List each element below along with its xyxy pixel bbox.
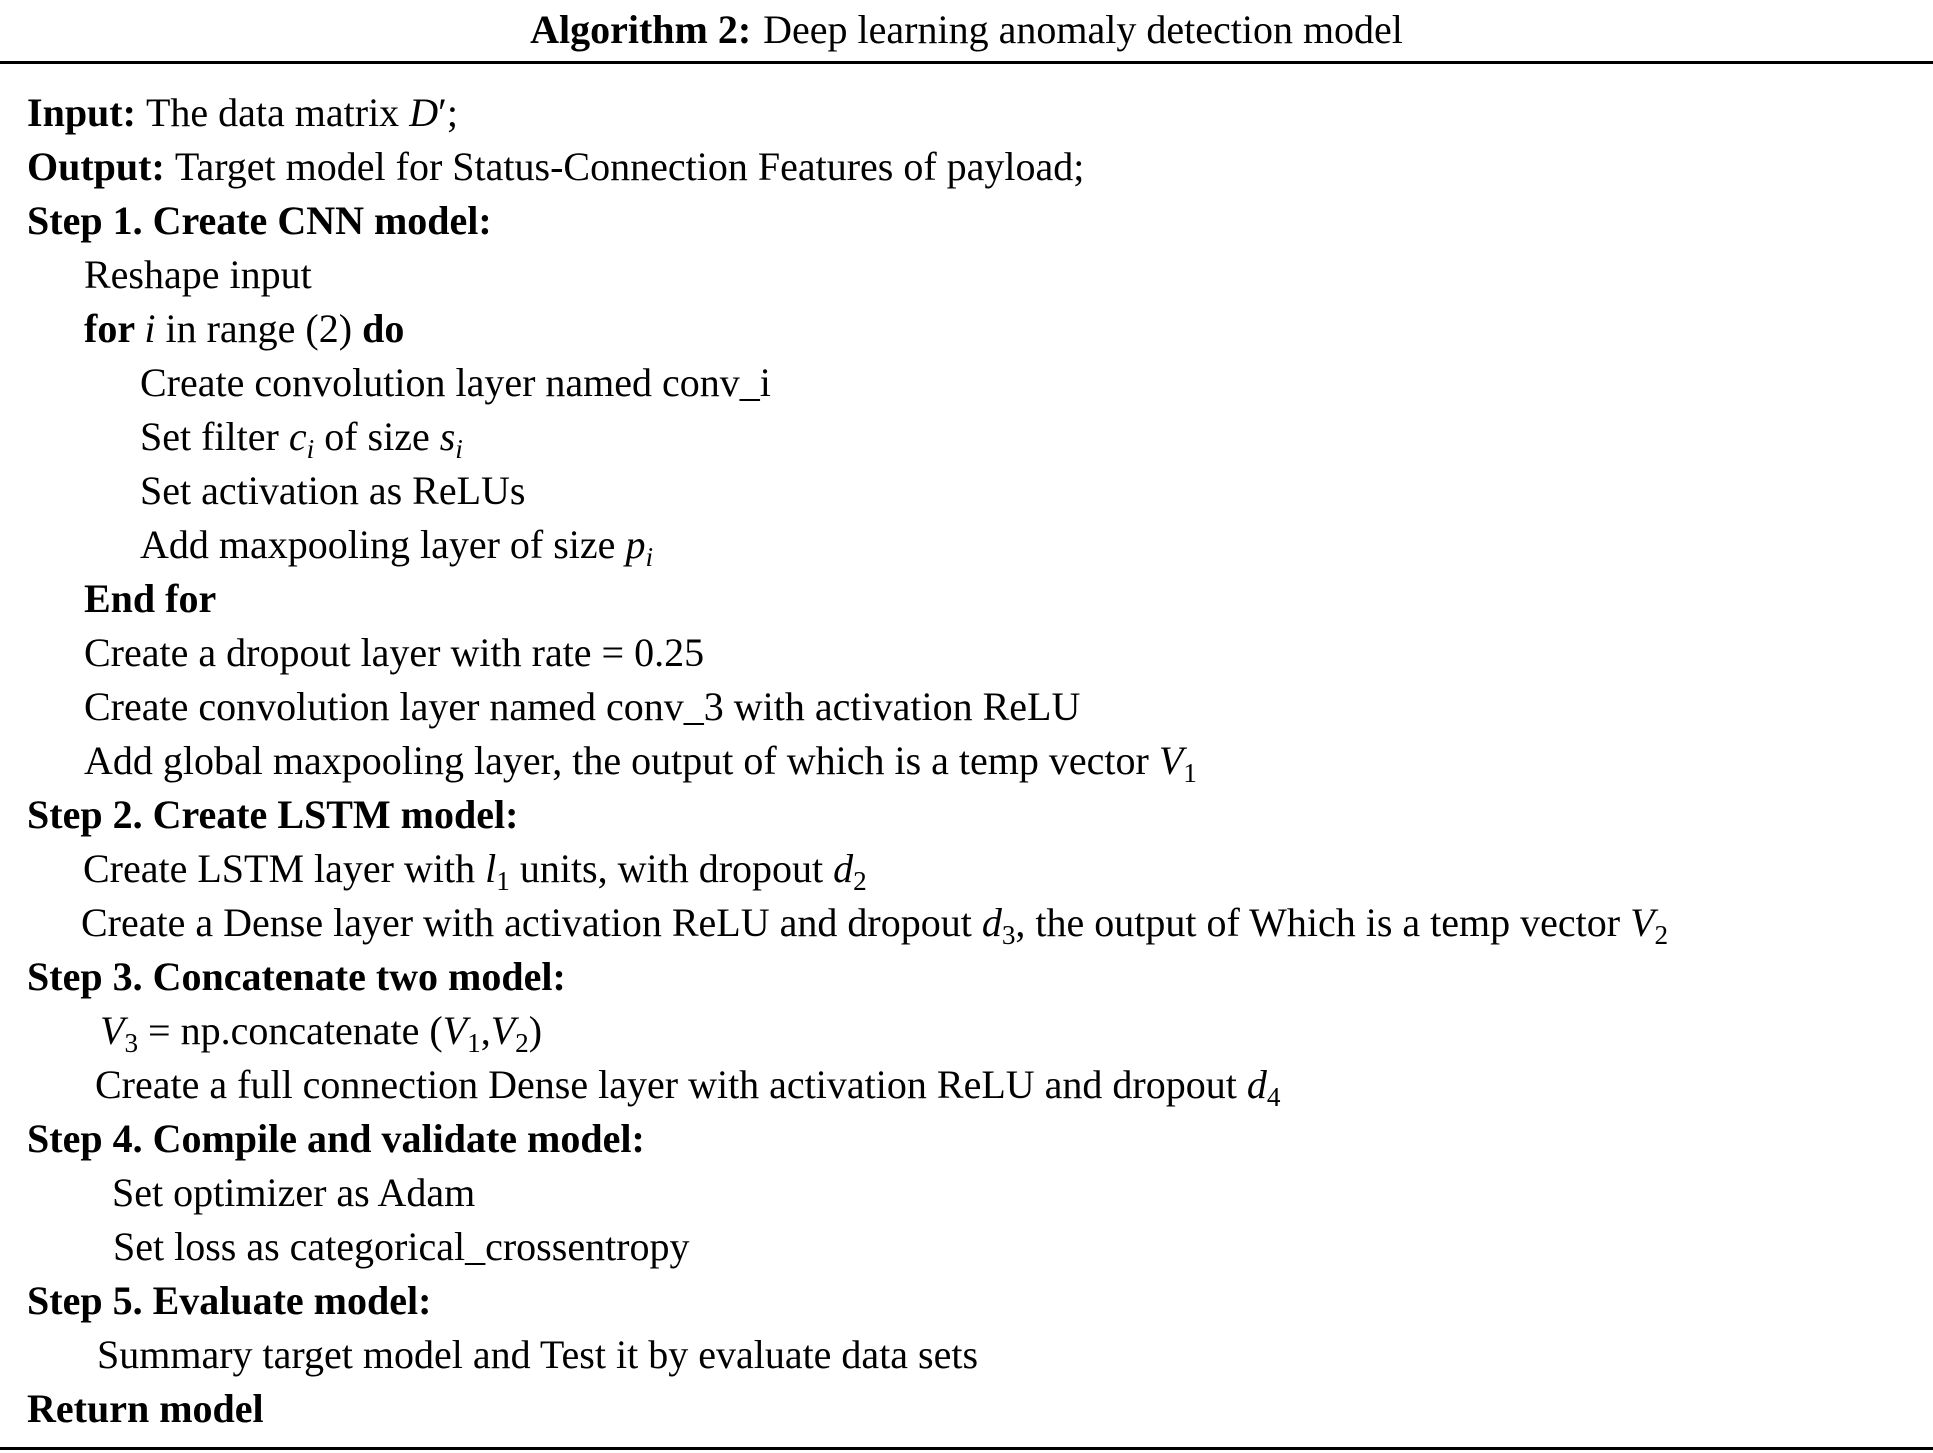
algorithm-header: Algorithm 2:Deep learning anomaly detect…: [0, 0, 1933, 64]
algorithm-text-segment: Return model: [27, 1386, 264, 1431]
algorithm-text-segment: i: [144, 306, 156, 351]
algorithm-line: Add global maxpooling layer, the output …: [0, 734, 1933, 788]
algorithm-text-segment: Step 5. Evaluate model:: [27, 1278, 432, 1323]
algorithm-line: for i in range (2) do: [0, 302, 1933, 356]
algorithm-title-keyword: Algorithm 2:: [530, 7, 752, 52]
algorithm-text-segment: 1: [1183, 758, 1197, 789]
algorithm-text-segment: Reshape input: [84, 252, 312, 297]
algorithm-text-segment: Input:: [27, 90, 146, 135]
algorithm-text-segment: i: [306, 434, 315, 465]
algorithm-line: V3 = np.concatenate (V1,V2): [0, 1004, 1933, 1058]
algorithm-text-segment: d: [981, 900, 1002, 945]
algorithm-line: Set activation as ReLUs: [0, 464, 1933, 518]
algorithm-text-segment: V: [100, 1008, 125, 1053]
algorithm-text-segment: D: [409, 90, 439, 135]
algorithm-line: Return model: [0, 1382, 1933, 1436]
algorithm-text-segment: l: [485, 846, 497, 891]
algorithm-line: Set optimizer as Adam: [0, 1166, 1933, 1220]
algorithm-line: Input: The data matrix D′;: [0, 86, 1933, 140]
algorithm-text-segment: Create a Dense layer with activation ReL…: [81, 900, 982, 945]
algorithm-text-segment: ,: [480, 1008, 491, 1053]
algorithm-text-segment: V: [1158, 738, 1184, 783]
algorithm-line: Step 3. Concatenate two model:: [0, 950, 1933, 1004]
algorithm-text-segment: = np.concatenate (: [138, 1008, 443, 1053]
algorithm-body: Input: The data matrix D′;Output: Target…: [0, 64, 1933, 1436]
algorithm-text-segment: 2: [1654, 920, 1669, 951]
algorithm-text-segment: Target model for Status-Connection Featu…: [174, 144, 1085, 189]
algorithm-text-segment: Create convolution layer named conv_3 wi…: [84, 684, 1081, 729]
algorithm-text-segment: 1: [496, 866, 510, 897]
algorithm-text-segment: V: [442, 1008, 468, 1053]
algorithm-text-segment: 2: [853, 866, 867, 897]
algorithm-line: Reshape input: [0, 248, 1933, 302]
algorithm-text-segment: p: [625, 522, 646, 567]
algorithm-text-segment: Step 4. Compile and validate model:: [27, 1116, 645, 1161]
algorithm-text-segment: Set loss as categorical_crossentropy: [113, 1224, 690, 1269]
algorithm-text-segment: do: [362, 306, 405, 351]
algorithm-line: Summary target model and Test it by eval…: [0, 1328, 1933, 1382]
algorithm-title-text: Deep learning anomaly detection model: [763, 7, 1403, 52]
algorithm-line: Create a full connection Dense layer wit…: [0, 1058, 1933, 1112]
algorithm-text-segment: Add maxpooling layer of size: [140, 522, 626, 567]
algorithm-line: Set filter ci of size si: [0, 410, 1933, 464]
algorithm-text-segment: c: [288, 414, 307, 459]
algorithm-text-segment: Add global maxpooling layer, the output …: [84, 738, 1159, 783]
algorithm-text-segment: Step 3. Concatenate two model:: [27, 954, 566, 999]
algorithm-text-segment: 1: [467, 1028, 481, 1059]
algorithm-line: Step 4. Compile and validate model:: [0, 1112, 1933, 1166]
algorithm-text-segment: 3: [124, 1028, 139, 1059]
algorithm-text-segment: s: [439, 414, 456, 459]
algorithm-text-segment: V: [490, 1008, 516, 1053]
algorithm-text-segment: 2: [515, 1028, 529, 1059]
algorithm-line: Step 1. Create CNN model:: [0, 194, 1933, 248]
algorithm-text-segment: Output:: [27, 144, 175, 189]
algorithm-line: Step 5. Evaluate model:: [0, 1274, 1933, 1328]
algorithm-text-segment: , the output of Which is a temp vector: [1015, 900, 1631, 945]
algorithm-text-segment: d: [1246, 1062, 1267, 1107]
algorithm-text-segment: End for: [84, 576, 217, 621]
algorithm-line: Create a Dense layer with activation ReL…: [0, 896, 1933, 950]
algorithm-text-segment: ): [528, 1008, 543, 1053]
algorithm-text-segment: ′;: [438, 90, 458, 135]
algorithm-text-segment: in range (2): [155, 306, 363, 351]
algorithm-text-segment: d: [833, 846, 854, 891]
algorithm-text-segment: Set filter: [140, 414, 289, 459]
algorithm-line: Output: Target model for Status-Connecti…: [0, 140, 1933, 194]
algorithm-bottom-rule: [0, 1447, 1933, 1450]
algorithm-line: Create convolution layer named conv_i: [0, 356, 1933, 410]
algorithm-line: Create a dropout layer with rate = 0.25: [0, 626, 1933, 680]
algorithm-text-segment: Create convolution layer named conv_i: [140, 360, 771, 405]
algorithm-text-segment: Step 2. Create LSTM model:: [27, 792, 519, 837]
algorithm-text-segment: i: [645, 542, 653, 573]
algorithm-text-segment: 4: [1266, 1082, 1281, 1113]
algorithm-text-segment: of size: [314, 414, 440, 459]
algorithm-text-segment: Create a full connection Dense layer wit…: [95, 1062, 1247, 1107]
algorithm-text-segment: Create LSTM layer with: [83, 846, 486, 891]
algorithm-text-segment: V: [1630, 900, 1655, 945]
algorithm-text-segment: 3: [1001, 920, 1016, 951]
algorithm-text-segment: for: [84, 306, 145, 351]
algorithm-text-segment: Set activation as ReLUs: [140, 468, 526, 513]
algorithm-line: End for: [0, 572, 1933, 626]
algorithm-line: Create LSTM layer with l1 units, with dr…: [0, 842, 1933, 896]
algorithm-line: Add maxpooling layer of size pi: [0, 518, 1933, 572]
algorithm-text-segment: Create a dropout layer with rate = 0.25: [84, 630, 705, 675]
algorithm-line: Create convolution layer named conv_3 wi…: [0, 680, 1933, 734]
algorithm-text-segment: units, with dropout: [509, 846, 834, 891]
algorithm-text-segment: i: [455, 434, 463, 465]
algorithm-title: Algorithm 2:Deep learning anomaly detect…: [0, 6, 1933, 54]
algorithm-line: Set loss as categorical_crossentropy: [0, 1220, 1933, 1274]
algorithm-text-segment: Summary target model and Test it by eval…: [97, 1332, 979, 1377]
algorithm-line: Step 2. Create LSTM model:: [0, 788, 1933, 842]
algorithm-text-segment: The data matrix: [145, 90, 410, 135]
algorithm-text-segment: Step 1. Create CNN model:: [27, 198, 492, 243]
algorithm-text-segment: Set optimizer as Adam: [112, 1170, 476, 1215]
